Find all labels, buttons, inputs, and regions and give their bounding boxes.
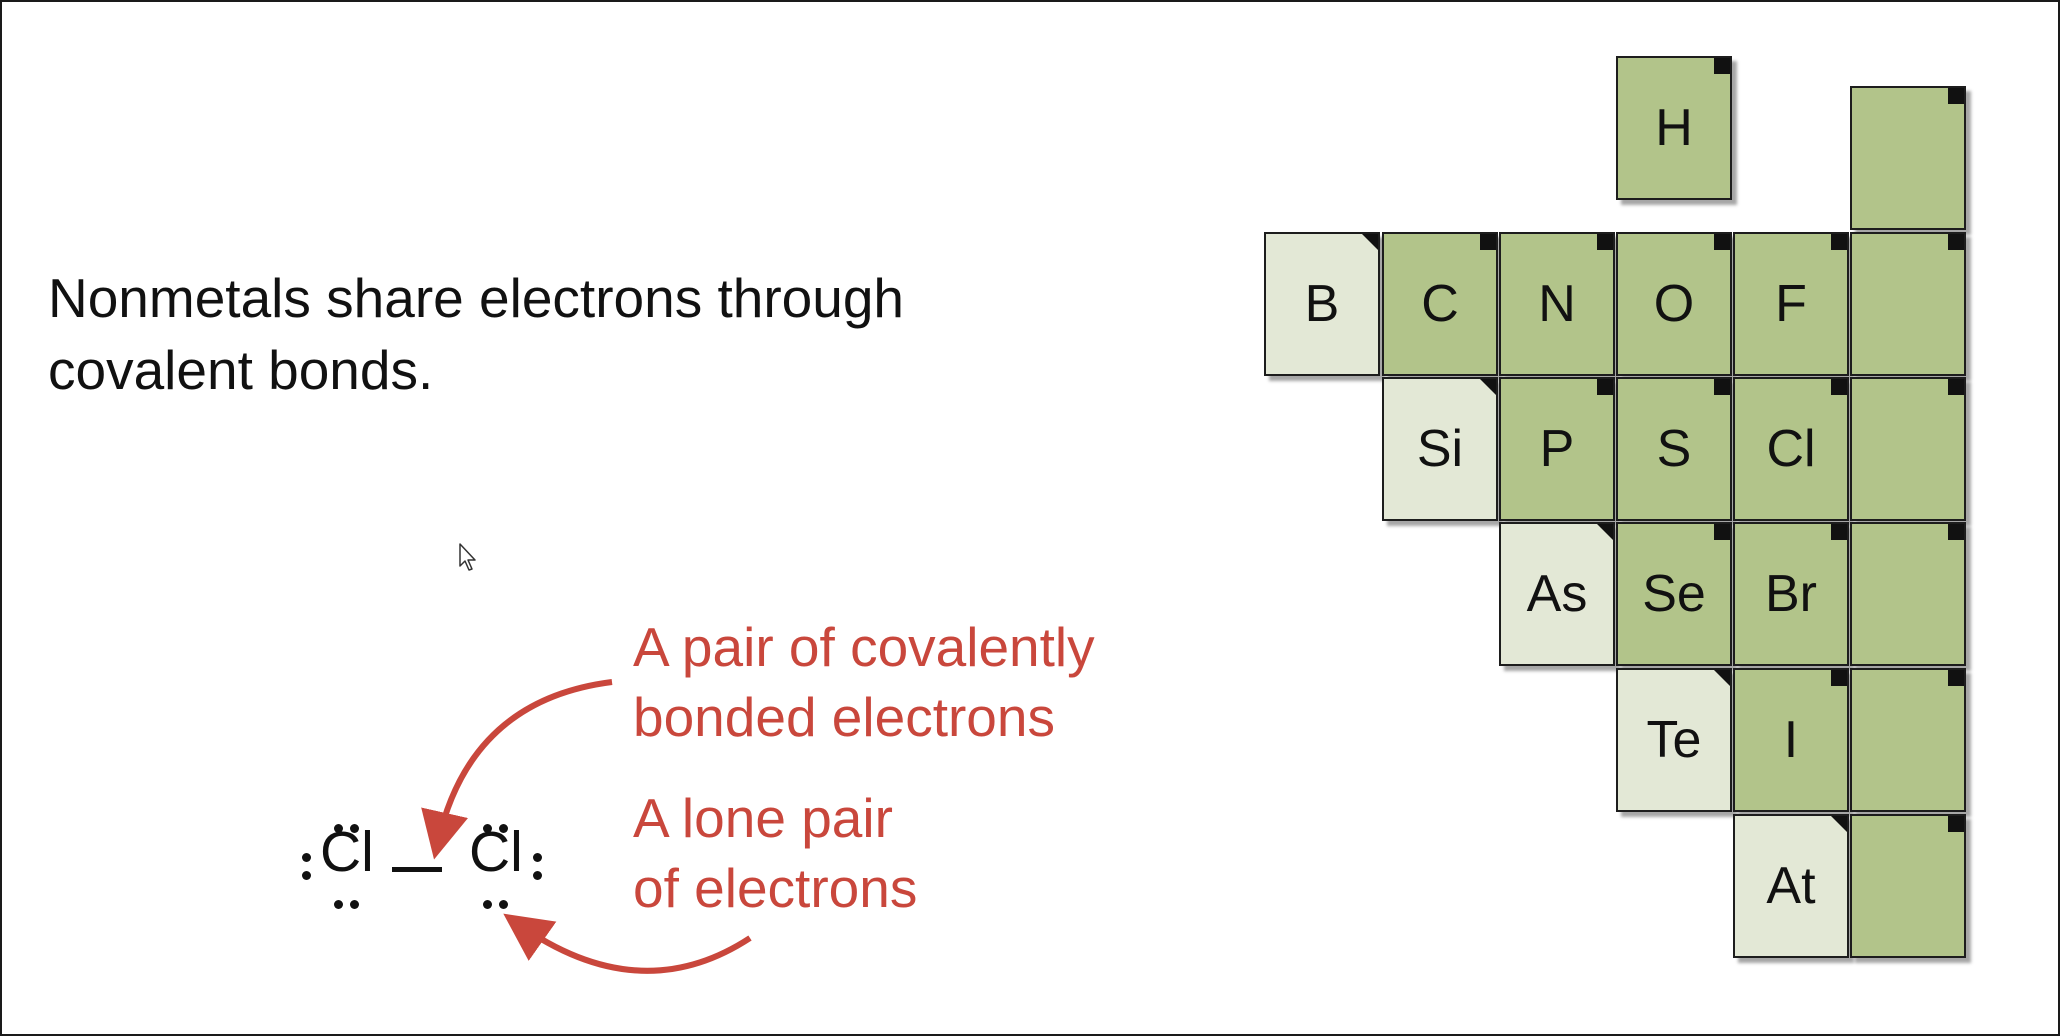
electron-dot — [302, 871, 311, 880]
electron-dot — [350, 900, 359, 909]
covalent-bond-line — [392, 867, 442, 872]
element-cell-si: Si — [1382, 377, 1498, 521]
element-cell-b: B — [1264, 232, 1380, 376]
element-cell-c: C — [1382, 232, 1498, 376]
element-cell-cl: Cl — [1733, 377, 1849, 521]
title-line-1: Nonmetals share electrons through — [48, 267, 905, 329]
lone-pair-line-2: of electrons — [633, 857, 918, 919]
electron-dot — [334, 900, 343, 909]
element-cell-se: Se — [1616, 522, 1732, 666]
chlorine-left: Cl — [320, 820, 374, 884]
electron-dot — [533, 853, 542, 862]
title-line-2: covalent bonds. — [48, 339, 434, 401]
bonded-pair-line-2: bonded electrons — [633, 686, 1055, 748]
element-cell-as: As — [1499, 522, 1615, 666]
electron-dot — [350, 824, 359, 833]
slide-title: Nonmetals share electrons through covale… — [48, 262, 904, 406]
element-cell-noble-1 — [1850, 86, 1966, 230]
element-cell-noble-2 — [1850, 232, 1966, 376]
electron-dot — [483, 900, 492, 909]
bonded-pair-label: A pair of covalently bonded electrons — [633, 612, 1095, 752]
element-cell-f: F — [1733, 232, 1849, 376]
element-cell-noble-5 — [1850, 668, 1966, 812]
lone-pair-label: A lone pair of electrons — [633, 783, 917, 923]
element-cell-noble-4 — [1850, 522, 1966, 666]
element-cell-o: O — [1616, 232, 1732, 376]
element-cell-s: S — [1616, 377, 1732, 521]
electron-dot — [334, 824, 343, 833]
element-cell-noble-6 — [1850, 814, 1966, 958]
element-cell-br: Br — [1733, 522, 1849, 666]
bonded-pair-line-1: A pair of covalently — [633, 616, 1095, 678]
element-cell-at: At — [1733, 814, 1849, 958]
element-cell-p: P — [1499, 377, 1615, 521]
electron-dot — [533, 871, 542, 880]
element-cell-n: N — [1499, 232, 1615, 376]
element-cell-te: Te — [1616, 668, 1732, 812]
element-cell-noble-3 — [1850, 377, 1966, 521]
mouse-pointer-icon — [459, 543, 476, 571]
lone-pair-line-1: A lone pair — [633, 787, 893, 849]
electron-dot — [302, 853, 311, 862]
element-cell-i: I — [1733, 668, 1849, 812]
electron-dot — [499, 900, 508, 909]
element-cell-h: H — [1616, 56, 1732, 200]
